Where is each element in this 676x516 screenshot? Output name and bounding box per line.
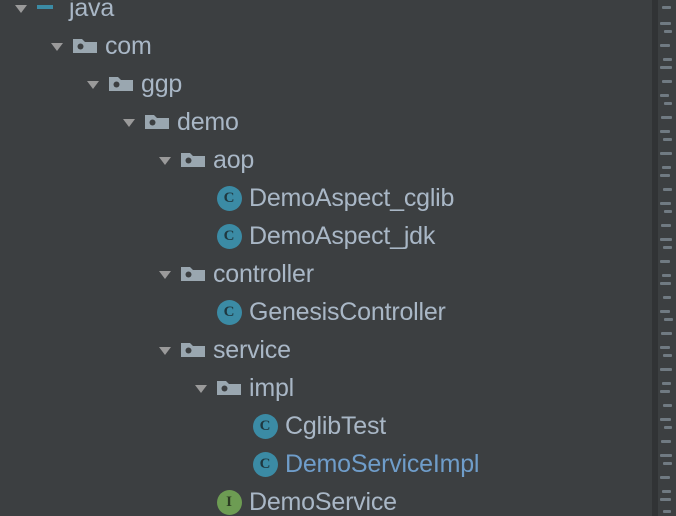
minimap-line xyxy=(661,332,672,335)
tree-row-label: DemoServiceImpl xyxy=(285,450,480,478)
tree-row-controller[interactable]: controller xyxy=(0,255,652,293)
package-folder-icon xyxy=(178,255,208,293)
tree-row-service[interactable]: service xyxy=(0,331,652,369)
minimap-line xyxy=(664,210,672,213)
code-minimap[interactable] xyxy=(658,0,676,516)
minimap-line xyxy=(663,404,672,407)
minimap-line xyxy=(660,94,669,97)
minimap-line xyxy=(664,30,672,33)
source-folder-icon xyxy=(34,0,64,27)
minimap-line xyxy=(662,382,671,385)
minimap-line xyxy=(660,44,670,47)
package-folder-icon xyxy=(178,141,208,179)
java-class-icon: C xyxy=(214,179,244,217)
chevron-down-icon[interactable] xyxy=(152,331,178,369)
minimap-line xyxy=(660,66,672,69)
java-class-icon: C xyxy=(214,217,244,255)
tree-row-label: demo xyxy=(177,108,239,136)
minimap-line xyxy=(660,368,672,371)
chevron-down-icon[interactable] xyxy=(44,27,70,65)
minimap-line xyxy=(662,80,672,83)
minimap-line xyxy=(660,310,670,313)
package-folder-icon xyxy=(142,103,172,141)
minimap-line xyxy=(661,224,671,227)
tree-row-ggp[interactable]: ggp xyxy=(0,65,652,103)
chevron-down-icon[interactable] xyxy=(80,65,106,103)
minimap-line xyxy=(664,426,672,429)
chevron-down-icon[interactable] xyxy=(8,0,34,27)
minimap-line xyxy=(663,462,672,465)
tree-row-label: impl xyxy=(249,374,295,402)
minimap-line xyxy=(660,498,671,501)
minimap-line xyxy=(660,238,672,241)
tree-row-aop[interactable]: aop xyxy=(0,141,652,179)
minimap-line xyxy=(660,130,670,133)
minimap-line xyxy=(663,58,672,61)
minimap-divider xyxy=(652,0,658,516)
minimap-line xyxy=(660,418,671,421)
minimap-line xyxy=(663,354,672,357)
minimap-line xyxy=(660,22,671,25)
tree-row-label: CglibTest xyxy=(285,412,387,440)
minimap-line xyxy=(662,490,671,493)
minimap-line xyxy=(661,440,671,443)
minimap-line xyxy=(664,102,672,105)
tree-row-com[interactable]: com xyxy=(0,27,652,65)
minimap-line xyxy=(663,510,671,513)
tree-row-label: DemoAspect_jdk xyxy=(249,222,436,250)
tree-row-demo[interactable]: demo xyxy=(0,103,652,141)
minimap-line xyxy=(663,296,671,299)
minimap-line xyxy=(660,476,670,479)
java-class-icon: C xyxy=(214,293,244,331)
minimap-line xyxy=(662,274,671,277)
tree-row-label: DemoService xyxy=(249,488,397,516)
minimap-line xyxy=(664,318,673,321)
tree-row-label: service xyxy=(213,336,291,364)
minimap-line xyxy=(660,454,672,457)
tree-row-java[interactable]: java xyxy=(0,0,652,27)
minimap-line xyxy=(662,6,671,9)
tree-row-label: GenesisController xyxy=(249,298,446,326)
chevron-down-icon[interactable] xyxy=(116,103,142,141)
minimap-line xyxy=(661,116,672,119)
minimap-line xyxy=(660,174,670,177)
tree-row-label: ggp xyxy=(141,70,183,98)
minimap-line xyxy=(663,138,672,141)
tree-row-label: DemoAspect_cglib xyxy=(249,184,455,212)
minimap-line xyxy=(660,346,670,349)
minimap-line xyxy=(662,166,671,169)
minimap-line xyxy=(663,188,672,191)
tree-row-impl[interactable]: impl xyxy=(0,369,652,407)
package-folder-icon xyxy=(214,369,244,407)
package-folder-icon xyxy=(70,27,100,65)
minimap-line xyxy=(660,390,670,393)
tree-row-label: com xyxy=(105,32,152,60)
java-interface-icon: I xyxy=(214,483,244,516)
minimap-line xyxy=(660,260,670,263)
java-class-icon: C xyxy=(250,407,280,445)
minimap-line xyxy=(660,202,671,205)
java-class-icon: C xyxy=(250,445,280,483)
minimap-line xyxy=(663,246,672,249)
minimap-line xyxy=(660,282,671,285)
package-folder-icon xyxy=(178,331,208,369)
tree-row-label: controller xyxy=(213,260,314,288)
minimap-line xyxy=(660,152,672,155)
chevron-down-icon[interactable] xyxy=(152,255,178,293)
tree-row-label: aop xyxy=(213,146,255,174)
package-folder-icon xyxy=(106,65,136,103)
chevron-down-icon[interactable] xyxy=(152,141,178,179)
chevron-down-icon[interactable] xyxy=(188,369,214,407)
tree-row-label: java xyxy=(69,0,115,22)
